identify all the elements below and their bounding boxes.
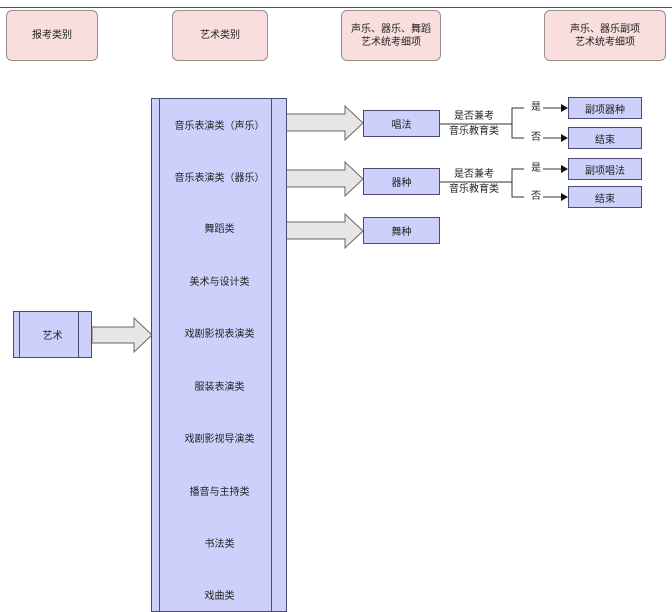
category-left-bar [159,99,160,611]
category-item: 美术与设计类 [189,277,250,288]
result-end: 结束 [568,186,642,208]
category-item: 戏曲类 [204,591,235,602]
result-end: 结束 [568,127,642,149]
root-right-bar [78,312,79,357]
branch1-question-line2: 音乐教育类 [449,126,499,137]
branch2-yes-connector [511,168,524,182]
arrowhead [561,193,568,201]
category-item: 戏剧影视导演类 [184,434,255,445]
detail-dance: 舞种 [363,217,440,244]
category-item: 音乐表演类（器乐） [174,173,265,184]
branch2-question-line2: 音乐教育类 [449,184,499,195]
category-item: 服装表演类 [194,382,245,393]
branch1-no-label: 否 [531,132,541,143]
branch2-no-connector [511,182,524,198]
category-item: 戏剧影视表演类 [184,329,255,340]
branch1-yes-label: 是 [531,102,541,113]
header-sub-items: 声乐、器乐副项 艺术统考细项 [544,10,666,61]
category-column: 音乐表演类（声乐） 音乐表演类（器乐） 舞蹈类 美术与设计类 戏剧影视表演类 服… [151,98,287,612]
detail-instrument: 器种 [363,168,440,195]
header-exam-category: 报考类别 [6,10,98,61]
category-item: 播音与主持类 [189,487,250,498]
result-sub-instrument: 副项器种 [568,97,642,119]
category-item: 舞蹈类 [204,224,235,235]
root-left-bar [19,312,20,357]
top-divider [0,7,672,8]
root-arrow [91,316,153,354]
arrowhead [561,104,568,112]
branch2-question-line1: 是否兼考 [454,169,494,180]
arrowhead [561,134,568,142]
root-node: 艺术 [13,311,92,358]
result-sub-vocal: 副项唱法 [568,158,642,180]
category-item: 书法类 [204,539,235,550]
header-unified-exam-items: 声乐、器乐、舞蹈 艺术统考细项 [341,10,441,61]
category-item: 音乐表演类（声乐） [174,121,265,132]
category-right-bar [271,99,272,611]
detail-vocal: 唱法 [363,110,440,137]
arrowhead [561,165,568,173]
branch1-no-connector [511,124,524,139]
branch1-question-line1: 是否兼考 [454,111,494,122]
root-label: 艺术 [42,331,63,342]
branch2-no-label: 否 [531,191,541,202]
branch1-yes-connector [511,107,524,124]
branch2-yes-label: 是 [531,163,541,174]
header-art-category: 艺术类别 [172,10,268,61]
